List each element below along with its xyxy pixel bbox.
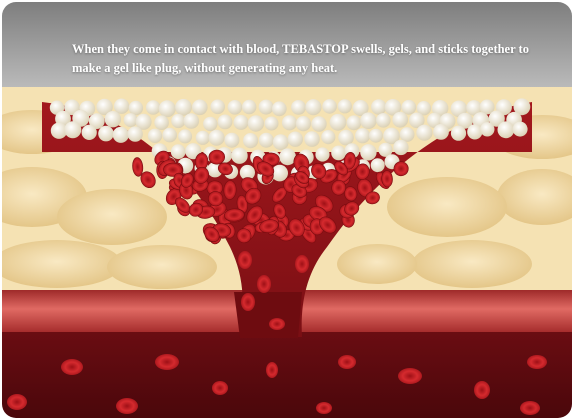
gel-bead <box>371 158 385 172</box>
gel-bead <box>371 99 386 114</box>
gel-bead <box>114 99 129 114</box>
gel-bead <box>304 131 320 147</box>
gel-bead <box>331 146 346 161</box>
gel-bead <box>82 125 97 140</box>
red-blood-cell <box>7 394 27 410</box>
tissue-cell <box>337 244 417 284</box>
gel-bead <box>338 130 354 146</box>
gel-bead <box>433 124 449 140</box>
gel-bead <box>393 140 408 155</box>
gel-bead <box>416 125 432 141</box>
red-blood-cell <box>316 402 332 414</box>
gel-bead <box>171 144 186 159</box>
gel-bead <box>338 99 352 113</box>
gel-bead <box>355 128 370 143</box>
caption-text: When they come in contact with blood, TE… <box>72 40 532 78</box>
tissue-cell <box>412 240 532 288</box>
red-blood-cell <box>295 255 309 273</box>
gel-bead <box>192 100 208 116</box>
gel-bead <box>224 133 239 148</box>
gel-bead <box>162 128 177 143</box>
gel-bead <box>296 116 311 131</box>
tissue-cell <box>57 189 167 245</box>
gel-bead <box>265 117 279 131</box>
red-blood-cell <box>241 293 255 311</box>
gel-bead <box>360 112 377 129</box>
gel-bead <box>498 121 515 138</box>
gel-bead <box>243 133 258 148</box>
gel-bead <box>154 115 169 130</box>
red-blood-cell <box>520 401 540 415</box>
gel-bead <box>315 147 329 161</box>
red-blood-cell <box>257 275 271 293</box>
gel-bead <box>259 133 274 148</box>
gel-bead <box>259 100 274 115</box>
gel-bead <box>248 115 264 131</box>
gel-bead <box>175 99 192 116</box>
red-blood-cell <box>527 355 547 369</box>
gel-bead <box>159 100 176 117</box>
tissue-cell <box>107 245 217 289</box>
gel-bead <box>401 100 416 115</box>
vessel-blood <box>2 332 572 418</box>
gel-bead <box>148 129 162 143</box>
red-blood-cell <box>116 398 138 414</box>
gel-bead <box>467 124 482 139</box>
gel-bead <box>98 126 114 142</box>
gel-bead <box>171 114 185 128</box>
tissue-cell <box>387 177 507 237</box>
gel-bead <box>311 116 326 131</box>
gel-bead <box>291 100 306 115</box>
gel-bead <box>228 100 243 115</box>
gel-bead <box>210 100 225 115</box>
gel-bead <box>231 148 247 164</box>
gel-bead <box>282 115 297 130</box>
gel-bead <box>218 115 233 130</box>
gel-bead <box>376 113 391 128</box>
gel-bead <box>113 127 129 143</box>
gel-bead <box>369 129 383 143</box>
red-blood-cell <box>155 354 179 370</box>
gel-bead <box>513 122 528 137</box>
red-blood-cell <box>269 318 285 330</box>
gel-bead <box>273 134 289 150</box>
gel-bead <box>105 111 121 127</box>
gel-bead <box>129 101 143 115</box>
gel-bead <box>272 101 287 116</box>
gel-bead <box>209 130 225 146</box>
gel-bead <box>178 129 192 143</box>
gel-bead <box>146 100 161 115</box>
red-blood-cell <box>212 381 228 395</box>
gel-bead <box>480 122 494 136</box>
red-blood-cell <box>266 362 278 378</box>
gel-bead <box>451 126 466 141</box>
gel-bead <box>360 144 376 160</box>
gel-bead <box>400 127 415 142</box>
gel-bead <box>330 114 347 131</box>
gel-bead <box>279 148 296 165</box>
gel-bead <box>288 132 303 147</box>
gel-bead <box>347 115 362 130</box>
gel-bead <box>124 113 138 127</box>
gel-bead <box>184 113 200 129</box>
gel-bead <box>392 112 408 128</box>
gel-bead <box>203 117 217 131</box>
gel-bead <box>321 130 335 144</box>
gel-bead <box>196 131 210 145</box>
gel-bead <box>271 165 288 182</box>
gel-bead <box>322 99 337 114</box>
gel-bead <box>242 100 256 114</box>
gel-bead <box>64 121 81 138</box>
gel-bead <box>128 126 143 141</box>
gel-bead <box>305 99 321 115</box>
red-blood-cell <box>338 355 356 369</box>
gel-bead <box>234 115 249 130</box>
red-blood-cell <box>238 251 252 269</box>
red-blood-cell <box>61 359 83 375</box>
red-blood-cell <box>398 368 422 384</box>
red-blood-cell <box>474 381 490 399</box>
